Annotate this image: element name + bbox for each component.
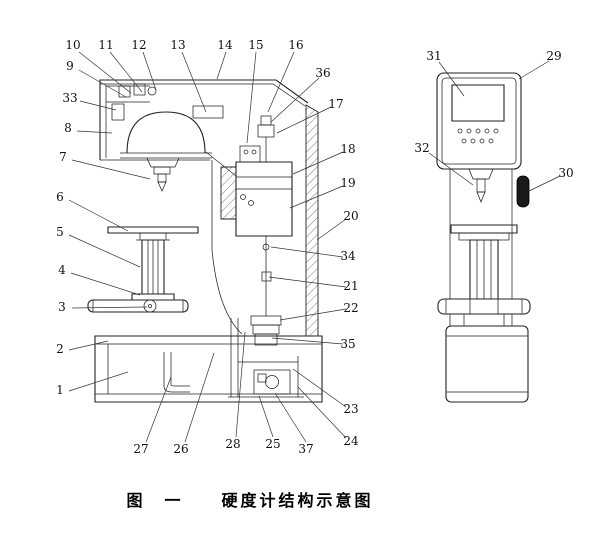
part-label-35: 35 [340,337,355,351]
part-label-32: 32 [414,141,429,155]
part-label-27: 27 [133,442,148,456]
leader-line-6 [69,200,128,231]
part-label-22: 22 [343,301,358,315]
part-label-2: 2 [56,342,64,356]
leader-line-13 [182,52,206,112]
leader-line-3 [72,307,147,308]
part-label-17: 17 [328,97,343,111]
leader-line-15 [247,52,256,143]
front-table-assembly [438,225,530,326]
leader-line-21 [269,277,346,287]
leader-line-1 [69,372,128,391]
leader-line-17 [277,107,331,133]
part-label-31: 31 [426,49,441,63]
leader-line-37 [275,393,306,442]
leader-line-32 [429,153,473,185]
front-base [446,326,528,402]
measuring-block [221,116,292,236]
leader-line-23 [293,369,346,407]
section-view [88,80,322,402]
part-label-10: 10 [65,38,80,52]
leader-line-26 [185,353,214,442]
part-label-21: 21 [343,279,358,293]
part-label-14: 14 [217,38,233,52]
part-label-9: 9 [66,59,74,73]
leader-line-31 [439,62,464,96]
leader-line-36 [271,78,319,122]
part-label-4: 4 [58,263,66,277]
part-label-23: 23 [343,402,358,416]
handwheel [88,300,188,312]
part-label-19: 19 [340,176,355,190]
leader-line-5 [69,235,140,267]
part-label-6: 6 [56,190,64,204]
leader-line-33 [80,101,116,110]
part-label-1: 1 [56,383,64,397]
dome-damper [120,106,236,191]
leader-line-18 [293,152,343,174]
frame-back-wall [306,105,318,336]
leader-line-4 [71,273,140,295]
part-label-8: 8 [64,121,72,135]
part-label-28: 28 [225,437,240,451]
leader-line-2 [69,341,108,350]
part-label-26: 26 [173,442,188,456]
leader-line-30 [529,176,560,191]
leader-line-20 [317,219,346,240]
leader-line-35 [272,338,343,344]
load-rod-and-weights [251,137,281,345]
part-label-33: 33 [62,91,77,105]
part-label-36: 36 [315,66,330,80]
top-left-components [112,84,156,120]
leader-line-10 [79,52,131,93]
part-label-25: 25 [265,437,280,451]
part-label-18: 18 [340,142,355,156]
part-label-15: 15 [248,38,263,52]
leader-line-8 [77,131,112,133]
test-table-assembly [108,227,198,312]
front-view [437,73,530,402]
leader-line-11 [110,52,142,92]
leader-line-22 [280,309,346,320]
leader-line-29 [519,61,549,79]
leader-line-34 [271,247,343,257]
part-label-24: 24 [343,434,359,448]
side-knob [517,176,529,207]
leader-line-27 [146,377,171,442]
leader-line-28 [236,332,245,437]
upper-housing [100,80,308,160]
part-label-13: 13 [170,38,185,52]
head-display-unit [437,73,521,169]
part-label-29: 29 [546,49,561,63]
part-label-3: 3 [58,300,66,314]
part-label-7: 7 [59,150,67,164]
leader-line-25 [259,396,273,437]
leader-line-14 [217,52,226,79]
front-indenter [469,169,493,202]
part-label-12: 12 [131,38,146,52]
leader-line-9 [79,70,126,97]
leader-line-12 [143,52,156,90]
machine-base [95,336,322,402]
part-label-11: 11 [98,38,113,52]
frame-inner-contour [212,160,242,334]
leader-line-16 [268,52,294,112]
leader-line-7 [72,160,150,179]
part-label-5: 5 [56,225,64,239]
lower-mechanism [228,318,304,397]
leader-line-19 [290,186,343,208]
figure-caption: 图 一 硬度计结构示意图 [126,491,374,510]
part-label-20: 20 [343,209,358,223]
part-label-16: 16 [288,38,303,52]
part-label-30: 30 [558,166,573,180]
leader-line-24 [298,387,346,438]
part-label-37: 37 [298,442,313,456]
part-label-34: 34 [340,249,356,263]
